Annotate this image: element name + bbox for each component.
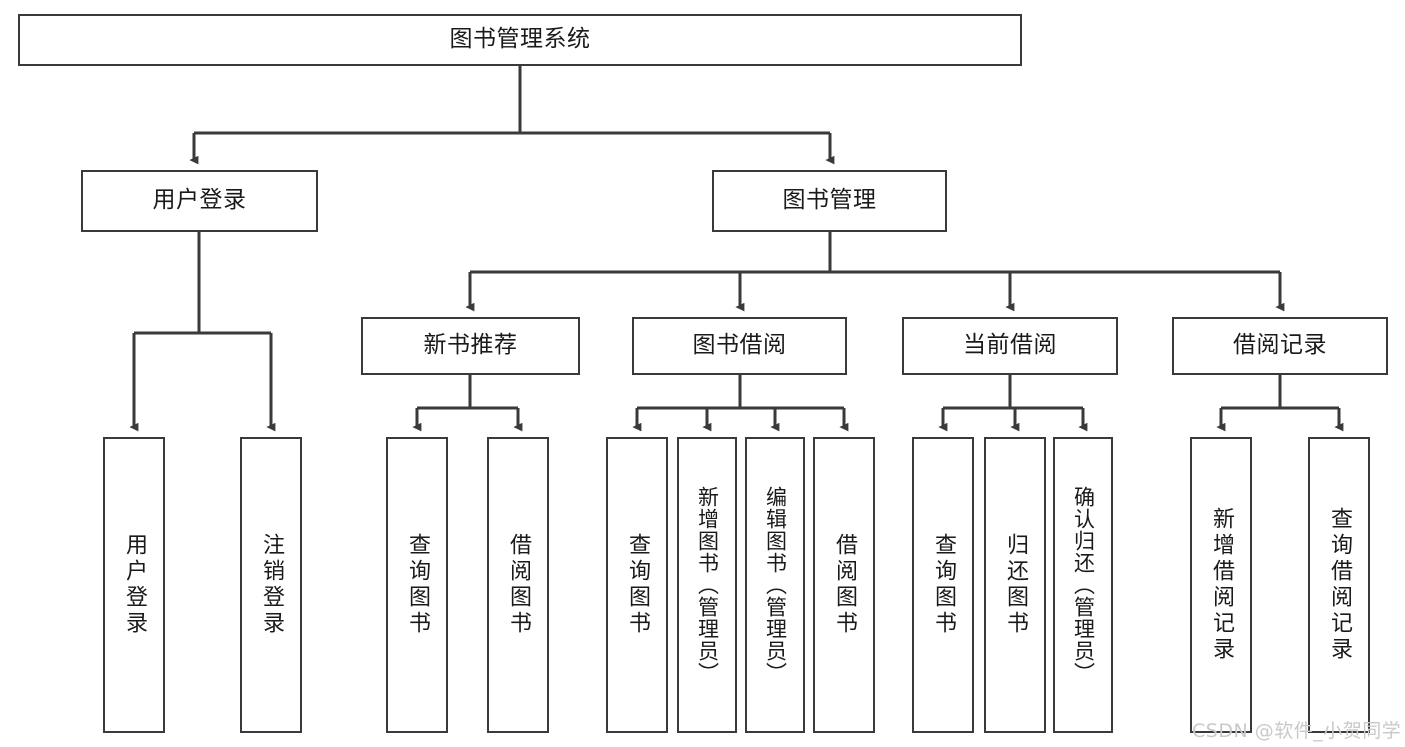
node-label: 借阅记录 — [1233, 332, 1327, 359]
node-level3-0[interactable]: 新书推荐 — [361, 317, 580, 375]
node-leaf-3[interactable]: 借阅图书 — [487, 437, 549, 733]
node-leaf-1[interactable]: 注销登录 — [240, 437, 302, 733]
node-leaf-10[interactable]: 确认归还（管理员） — [1053, 437, 1113, 733]
node-label-vertical: 查询借阅记录 — [1327, 507, 1352, 663]
node-label: 用户登录 — [152, 187, 247, 214]
node-leaf-2[interactable]: 查询图书 — [386, 437, 448, 733]
node-label: 图书管理 — [782, 187, 877, 214]
node-label: 图书借阅 — [692, 332, 787, 359]
node-label-vertical: 用户登录 — [122, 533, 147, 637]
node-label-vertical: 注销登录 — [259, 533, 284, 637]
node-label: 新书推荐 — [423, 332, 518, 359]
node-label-vertical: 新增图书（管理员） — [695, 486, 720, 684]
node-leaf-9[interactable]: 归还图书 — [984, 437, 1046, 733]
node-leaf-11[interactable]: 新增借阅记录 — [1190, 437, 1252, 733]
node-label: 图书管理系统 — [449, 26, 591, 53]
node-label-vertical: 新增借阅记录 — [1209, 507, 1234, 663]
node-leaf-4[interactable]: 查询图书 — [606, 437, 668, 733]
node-level2-0[interactable]: 用户登录 — [81, 170, 318, 232]
node-leaf-8[interactable]: 查询图书 — [912, 437, 974, 733]
node-label-vertical: 借阅图书 — [506, 533, 531, 637]
node-label-vertical: 确认归还（管理员） — [1071, 486, 1096, 684]
node-level3-3[interactable]: 借阅记录 — [1172, 317, 1388, 375]
node-label-vertical: 查询图书 — [931, 533, 956, 637]
node-label-vertical: 归还图书 — [1003, 533, 1028, 637]
node-leaf-7[interactable]: 借阅图书 — [813, 437, 875, 733]
node-level3-1[interactable]: 图书借阅 — [632, 317, 847, 375]
node-leaf-6[interactable]: 编辑图书（管理员） — [745, 437, 805, 733]
node-root[interactable]: 图书管理系统 — [18, 14, 1022, 66]
node-level3-2[interactable]: 当前借阅 — [902, 317, 1118, 375]
node-label-vertical: 编辑图书（管理员） — [763, 486, 788, 684]
node-leaf-5[interactable]: 新增图书（管理员） — [677, 437, 737, 733]
node-label-vertical: 查询图书 — [405, 533, 430, 637]
node-label-vertical: 借阅图书 — [832, 533, 857, 637]
node-leaf-0[interactable]: 用户登录 — [103, 437, 165, 733]
node-label: 当前借阅 — [963, 332, 1057, 359]
node-leaf-12[interactable]: 查询借阅记录 — [1308, 437, 1370, 733]
node-label-vertical: 查询图书 — [625, 533, 650, 637]
node-level2-1[interactable]: 图书管理 — [712, 170, 947, 232]
